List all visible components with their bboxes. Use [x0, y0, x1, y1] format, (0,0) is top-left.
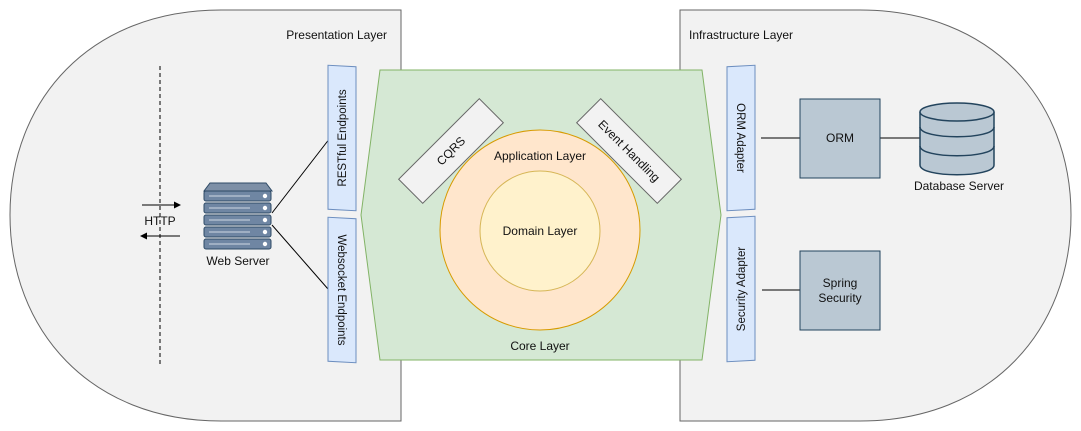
web-server-icon: [203, 182, 273, 250]
websocket-endpoints-label: Websocket Endpoints: [335, 234, 347, 345]
websocket-endpoints-box[interactable]: Websocket Endpoints: [327, 216, 357, 364]
orm-adapter-box[interactable]: ORM Adapter: [726, 64, 756, 212]
application-layer-label: Application Layer: [494, 149, 586, 163]
spring-security-label-line1: Spring: [823, 276, 858, 290]
web-server-label: Web Server: [206, 254, 269, 268]
http-arrows: [140, 201, 181, 240]
domain-layer-circle: [479, 170, 601, 292]
connector-webserver-websocket: [271, 224, 329, 290]
security-adapter-label: Security Adapter: [736, 247, 748, 332]
orm-label: ORM: [826, 131, 854, 145]
security-adapter-box[interactable]: Security Adapter: [726, 215, 756, 363]
restful-endpoints-box[interactable]: RESTful Endpoints: [327, 64, 357, 212]
orm-box[interactable]: [799, 98, 881, 179]
connector-webserver-restful: [271, 137, 331, 214]
infrastructure-layer-title: Infrastructure Layer: [689, 28, 793, 42]
domain-layer-label: Domain Layer: [503, 224, 578, 238]
orm-adapter-label: ORM Adapter: [734, 103, 746, 173]
restful-endpoints-label: RESTful Endpoints: [337, 89, 349, 186]
http-label: HTTP: [144, 214, 175, 228]
database-server-label: Database Server: [914, 179, 1004, 193]
cqrs-box[interactable]: CQRS: [397, 97, 505, 205]
database-icon: [919, 102, 995, 176]
core-layer-title: Core Layer: [510, 339, 569, 353]
spring-security-box[interactable]: [799, 250, 881, 331]
spring-security-label-line2: Security: [818, 291, 861, 305]
presentation-layer-title: Presentation Layer: [286, 28, 387, 42]
